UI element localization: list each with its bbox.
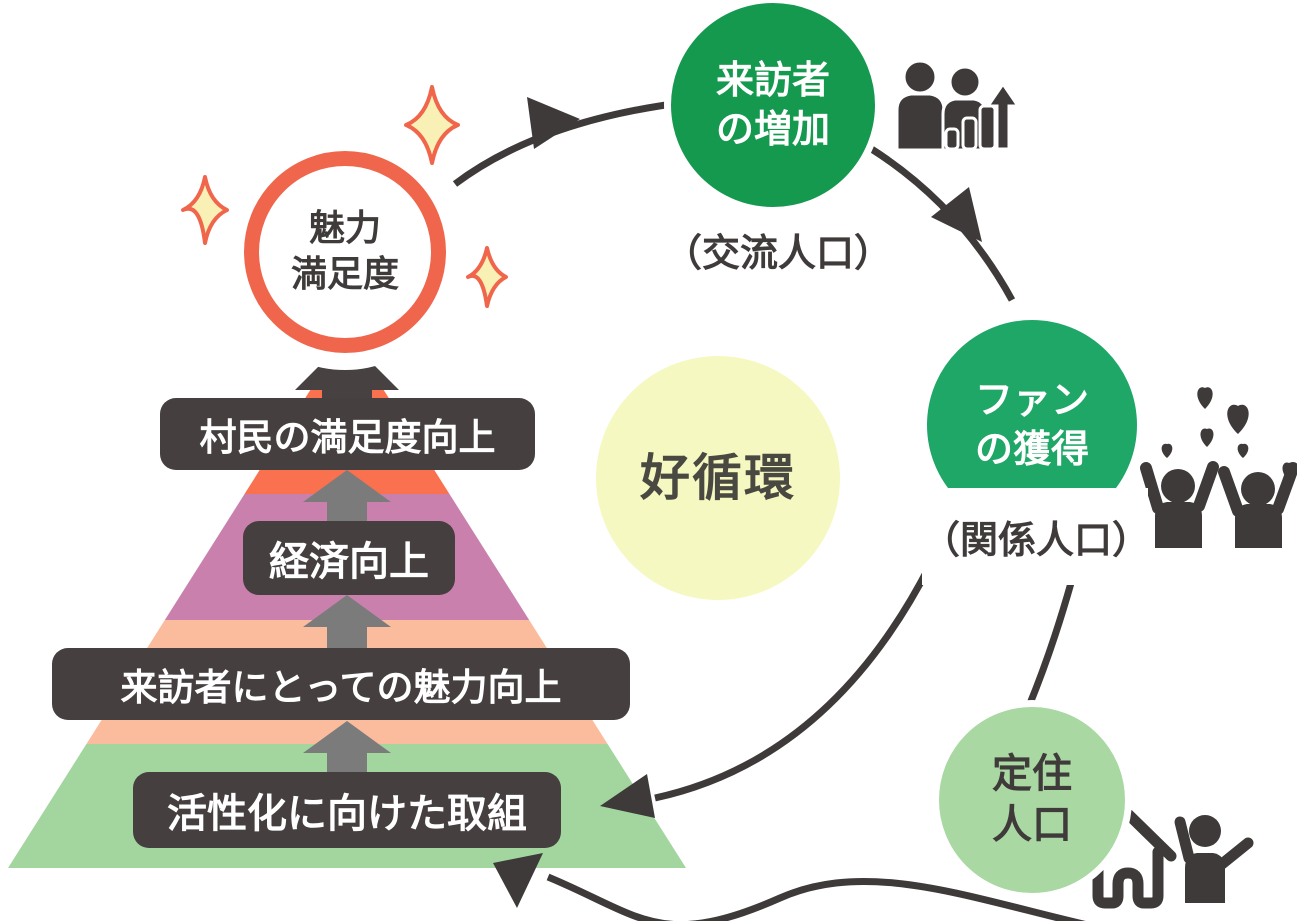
node-resident-population: 定住 人口 (932, 700, 1132, 900)
peak-circle-ring: 魅力 満足度 (244, 151, 446, 353)
pyramid-up-arrows (303, 470, 391, 772)
arc-fans-to-pyramid (654, 563, 934, 802)
sparkle-icon (177, 171, 233, 249)
pyramid-label-visitor-attractiveness: 来訪者にとっての魅力向上 (52, 648, 630, 720)
arrowhead-icon (931, 187, 982, 242)
caption-exchange-population: （交流人口） (663, 231, 892, 275)
up-arrow-icon (303, 470, 391, 523)
arc-residents-to-pyramid (546, 873, 1086, 921)
sparkle-icon (400, 81, 464, 169)
arc-peak-to-visitors (452, 98, 689, 187)
cheering-fans-icon (1140, 387, 1297, 548)
arrowhead-icon (493, 853, 543, 908)
up-arrow-dark-icon (295, 338, 399, 402)
up-arrow-icon (303, 721, 391, 772)
peak-circle: 魅力 満足度 (227, 134, 463, 370)
sparkle-icon (463, 243, 511, 311)
node-visitors-increase: 来訪者 の増加 (664, 0, 882, 214)
cycle-arrowheads (493, 97, 982, 908)
visitors-increase-icon (895, 59, 1021, 152)
pyramid-label-villager-satisfaction: 村民の満足度向上 (160, 398, 535, 470)
sparkles (177, 81, 511, 311)
caption-related-population: （関係人口） (922, 488, 1150, 585)
arc-fans-to-residents (1025, 582, 1075, 708)
pyramid-label-economic-improvement: 経済向上 (243, 521, 455, 595)
arrowhead-icon (527, 97, 580, 149)
arrowhead-icon (600, 774, 655, 818)
up-arrow-icon (303, 595, 391, 650)
pyramid-label-revitalization-efforts: 活性化に向けた取組 (133, 772, 561, 848)
peak-circle-label: 魅力 満足度 (290, 207, 399, 295)
center-virtuous-cycle: 好循環 (596, 356, 840, 600)
